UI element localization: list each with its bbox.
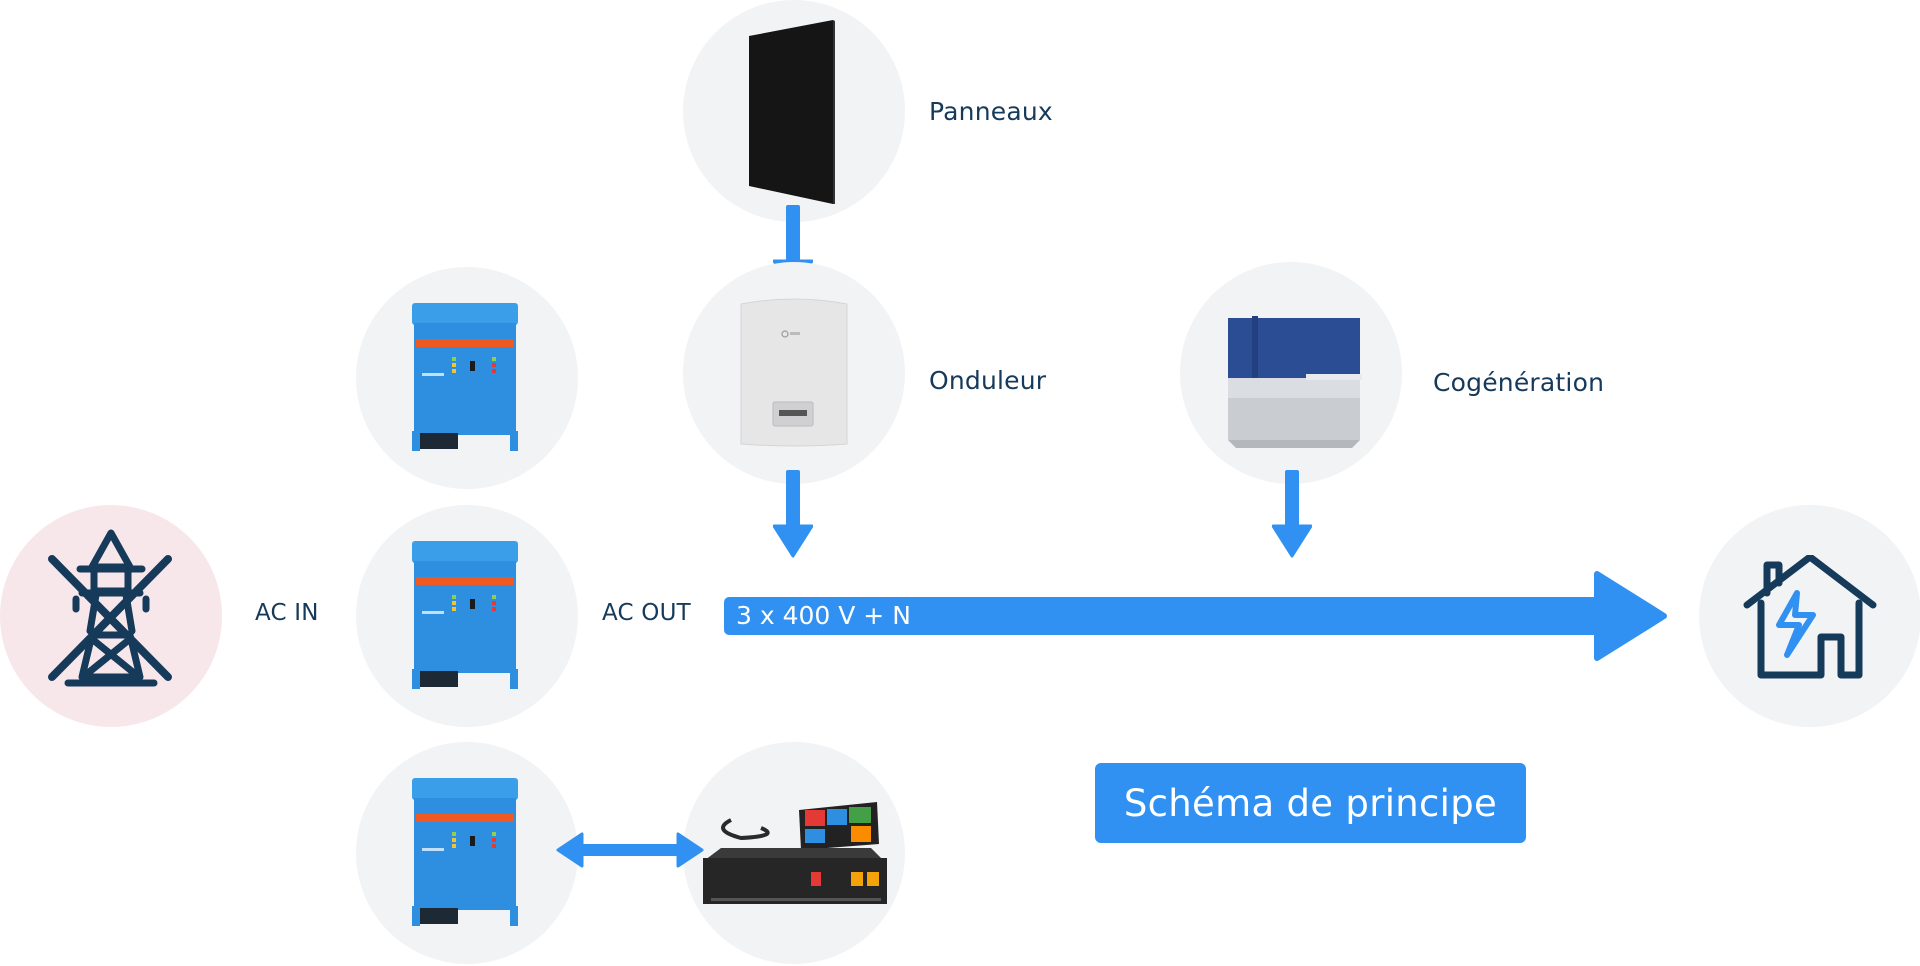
- multiplus-node-3: [356, 742, 578, 964]
- lithium-battery-with-display-icon: [703, 802, 887, 904]
- cogeneration-label: Cogénération: [1433, 368, 1605, 397]
- grid-node: [0, 505, 222, 727]
- inverter-label: Onduleur: [929, 366, 1047, 395]
- ac-out-label: AC OUT: [602, 600, 691, 626]
- inverter-icon: [740, 298, 848, 447]
- multiplus-inverter-charger-icon: [412, 778, 518, 926]
- diagram-title: Schéma de principe: [1123, 781, 1498, 825]
- house-node: [1699, 505, 1920, 727]
- diagram-title-badge: Schéma de principe: [1095, 763, 1526, 843]
- ac-in-label: AC IN: [255, 600, 319, 626]
- bidirectional-arrow-multiplus-battery: [556, 832, 704, 868]
- multiplus-node-2: [356, 505, 578, 727]
- solar-panel-icon: [749, 20, 835, 204]
- output-voltage-label: 3 x 400 V + N: [736, 601, 911, 630]
- cogeneration-unit-icon: [1228, 316, 1362, 448]
- power-pylon-crossed-icon: [48, 529, 172, 687]
- multiplus-node-1: [356, 267, 578, 489]
- multiplus-inverter-charger-icon: [412, 303, 518, 451]
- battery-node: [683, 742, 905, 964]
- house-lightning-icon: [1743, 555, 1877, 679]
- ac-out-bus-arrow: [724, 571, 1667, 661]
- multiplus-inverter-charger-icon: [412, 541, 518, 689]
- cogeneration-node: [1180, 262, 1402, 484]
- arrow-down-cogeneration-to-bus: [1272, 470, 1312, 558]
- panels-label: Panneaux: [929, 97, 1053, 126]
- arrow-down-inverter-to-bus: [773, 470, 813, 558]
- panels-node: [683, 0, 905, 222]
- inverter-node: [683, 262, 905, 484]
